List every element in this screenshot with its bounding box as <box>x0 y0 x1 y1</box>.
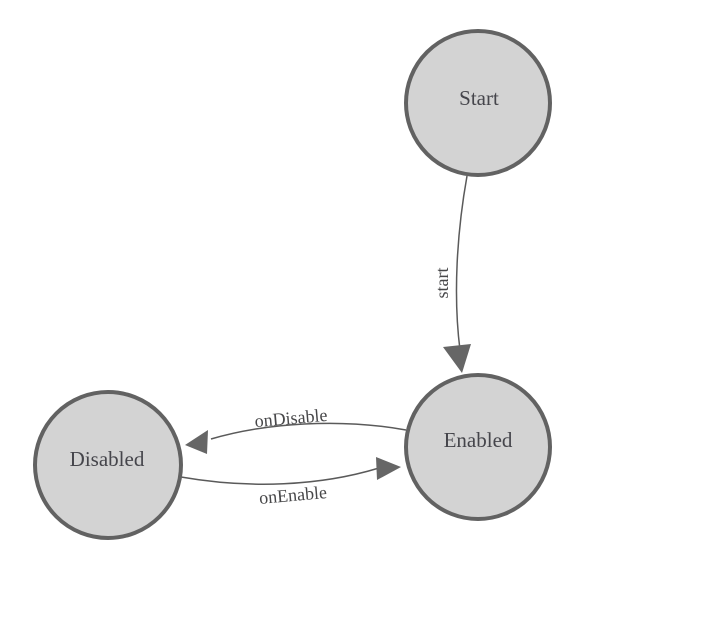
edge-enabled-to-disabled[interactable]: onDisable <box>185 405 407 454</box>
node-start-label: Start <box>459 86 499 110</box>
node-disabled-label: Disabled <box>70 447 145 471</box>
node-disabled[interactable]: Disabled <box>33 390 183 540</box>
edge-disabled-to-enabled-line[interactable] <box>180 467 380 485</box>
node-start-circle[interactable] <box>404 29 552 177</box>
edge-start-to-enabled[interactable]: start <box>432 175 471 373</box>
edge-disabled-to-enabled[interactable]: onEnable <box>180 457 401 508</box>
arrowhead-start-to-enabled <box>443 344 471 373</box>
node-disabled-circle[interactable] <box>33 390 183 540</box>
node-enabled-circle[interactable] <box>404 373 552 521</box>
edge-label-on-enable: onEnable <box>258 482 327 508</box>
edge-label-start: start <box>432 268 452 299</box>
node-enabled[interactable]: Enabled <box>404 373 552 521</box>
edge-start-to-enabled-line[interactable] <box>455 175 468 351</box>
arrowhead-enabled-to-disabled <box>185 430 208 454</box>
arrowhead-disabled-to-enabled <box>376 457 401 480</box>
node-enabled-label: Enabled <box>444 428 513 452</box>
node-start[interactable]: Start <box>404 29 552 177</box>
edge-enabled-to-disabled-line[interactable] <box>210 422 407 440</box>
edge-label-on-disable: onDisable <box>254 405 328 431</box>
